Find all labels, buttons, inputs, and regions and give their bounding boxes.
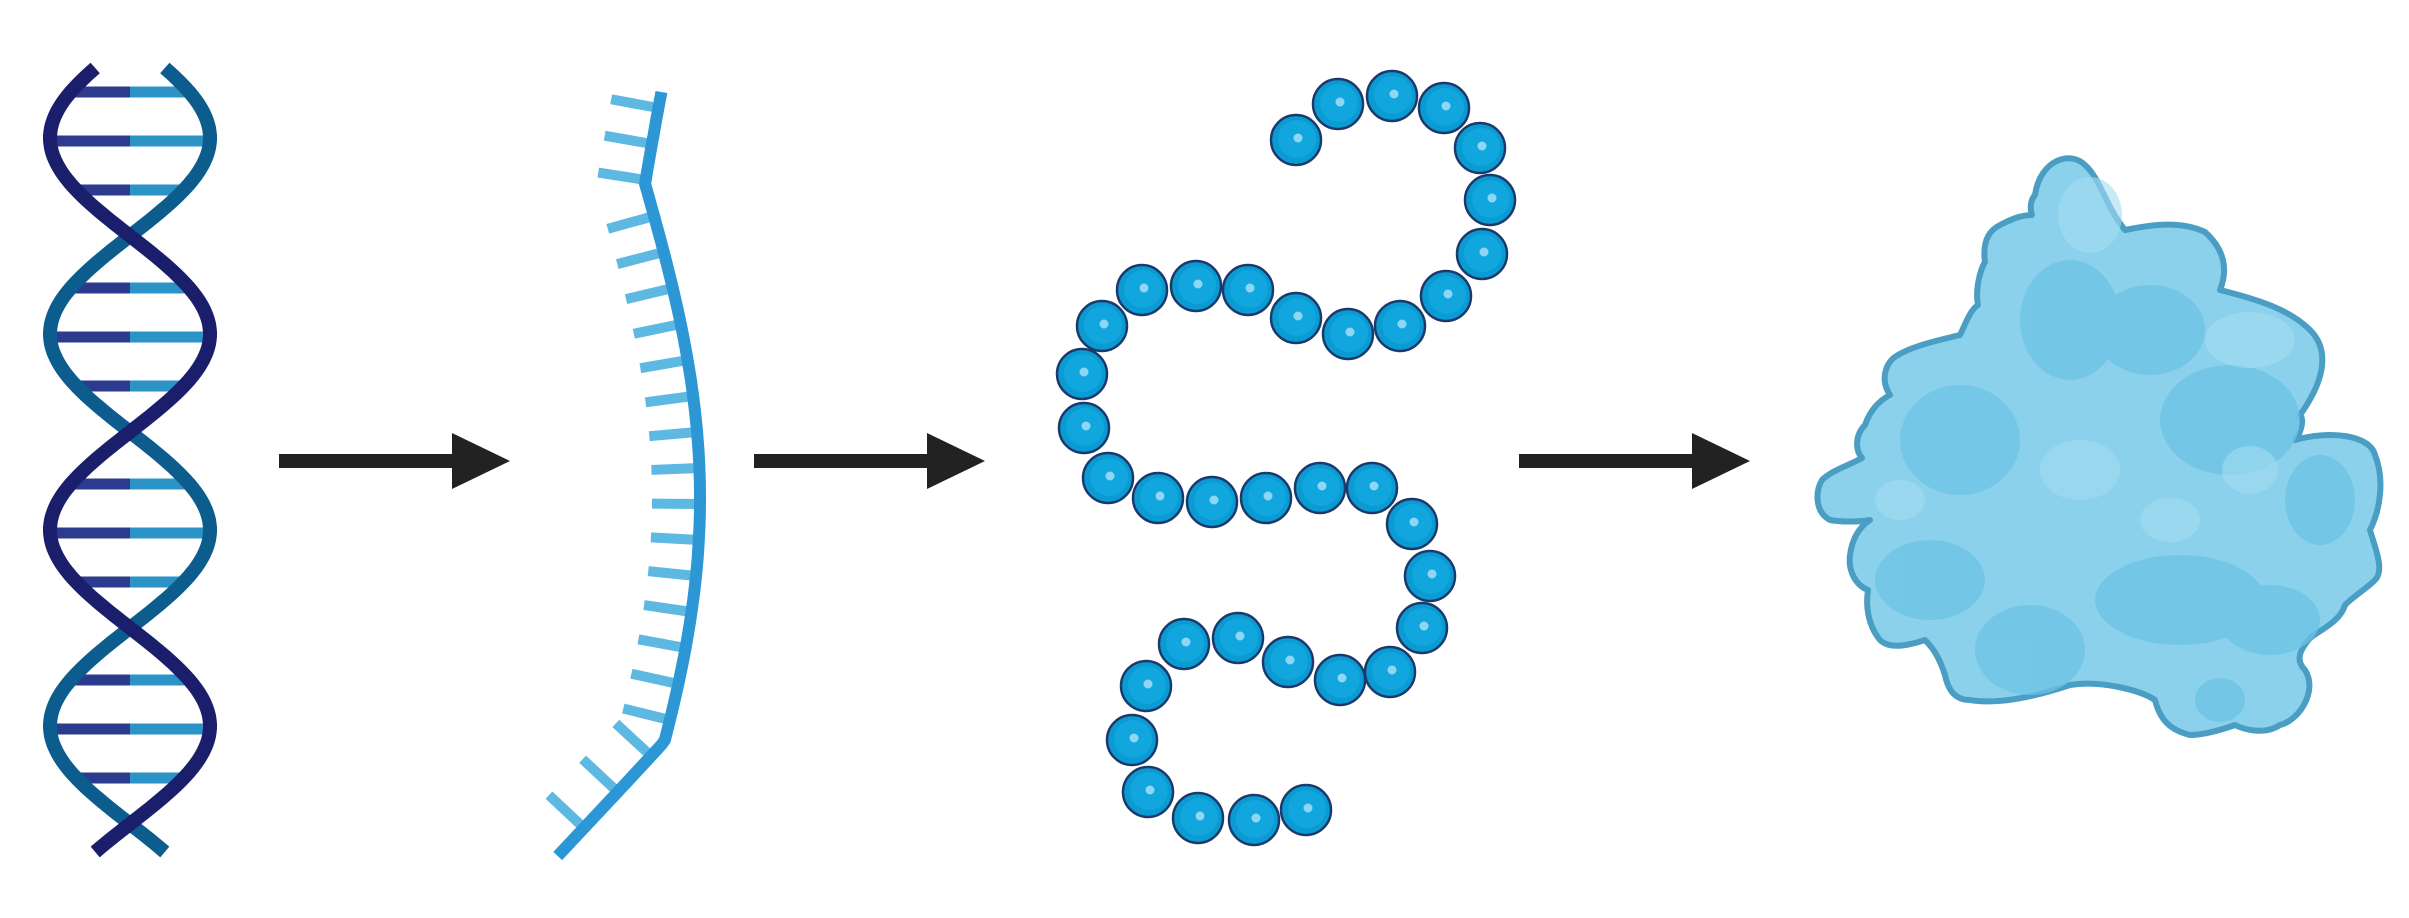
amino-acid-bead	[1345, 461, 1399, 515]
amino-acid-bead	[1261, 635, 1315, 689]
amino-acid-bead	[1075, 299, 1129, 353]
mrna-base	[610, 94, 660, 113]
amino-acid-chain-icon	[1055, 69, 1517, 847]
mrna-base	[644, 391, 694, 408]
amino-acid-bead	[1373, 299, 1427, 353]
amino-acid-bead	[1119, 659, 1173, 713]
mrna-base	[651, 463, 700, 475]
amino-acid-bead	[1311, 77, 1365, 131]
amino-acid-bead	[1105, 713, 1159, 767]
dna-double-helix-icon	[43, 62, 217, 858]
dna-strand-blue	[43, 62, 217, 858]
dna-strand-dark	[43, 62, 217, 858]
mrna-base	[643, 600, 693, 617]
amino-acid-bead	[1081, 451, 1135, 505]
mrna-base	[637, 634, 687, 653]
amino-acid-bead	[1455, 227, 1509, 281]
amino-acid-bead	[1385, 497, 1439, 551]
mrna-base	[647, 566, 697, 581]
mrna-bases	[545, 94, 701, 832]
mrna-base	[597, 167, 647, 185]
amino-acid-bead	[1115, 263, 1169, 317]
mrna-base	[612, 719, 655, 760]
amino-acid-bead	[1363, 645, 1417, 699]
amino-acid-bead	[1419, 269, 1473, 323]
amino-acid-bead	[1269, 113, 1323, 167]
amino-acid-bead	[1365, 69, 1419, 123]
amino-acid-bead	[1395, 601, 1449, 655]
amino-acid-bead	[1279, 783, 1333, 837]
amino-acid-bead	[1227, 793, 1281, 847]
amino-acid-bead	[1293, 461, 1347, 515]
mrna-strand-icon	[545, 90, 706, 861]
mrna-base	[616, 247, 665, 269]
amino-acid-bead	[1313, 653, 1367, 707]
amino-acid-bead	[1131, 471, 1185, 525]
arrow-right-icon	[279, 433, 510, 489]
amino-acid-bead	[1157, 617, 1211, 671]
mrna-base	[579, 755, 622, 796]
mrna-base	[606, 211, 656, 234]
amino-acid-bead	[1221, 263, 1275, 317]
amino-acid-bead	[1269, 291, 1323, 345]
mrna-base	[650, 532, 700, 545]
amino-acid-bead	[1403, 549, 1457, 603]
mrna-base	[603, 130, 653, 149]
mrna-base	[622, 703, 672, 725]
amino-acid-bead	[1211, 611, 1265, 665]
protein-shading	[1875, 260, 2355, 722]
amino-acid-bead	[1321, 307, 1375, 361]
mrna-base	[639, 355, 689, 374]
arrow-right-icon	[754, 433, 985, 489]
amino-acid-bead	[1417, 81, 1471, 135]
folded-protein-icon	[1814, 155, 2384, 738]
mrna-base	[630, 668, 680, 689]
amino-acid-bead	[1463, 173, 1517, 227]
mrna-base	[632, 319, 682, 339]
amino-acid-bead	[1169, 259, 1223, 313]
mrna-backbone	[553, 90, 706, 861]
amino-acid-bead	[1453, 121, 1507, 175]
amino-acid-bead	[1057, 401, 1111, 455]
amino-acid-bead	[1121, 765, 1175, 819]
amino-acid-bead	[1171, 791, 1225, 845]
arrow-right-icon	[1519, 433, 1750, 489]
protein-highlights	[1875, 177, 2295, 542]
amino-acid-bead	[1055, 347, 1109, 401]
mrna-base	[545, 791, 588, 832]
amino-acid-bead	[1239, 471, 1293, 525]
mrna-base	[624, 283, 674, 304]
amino-acid-bead	[1185, 475, 1239, 529]
mrna-base	[648, 427, 698, 442]
